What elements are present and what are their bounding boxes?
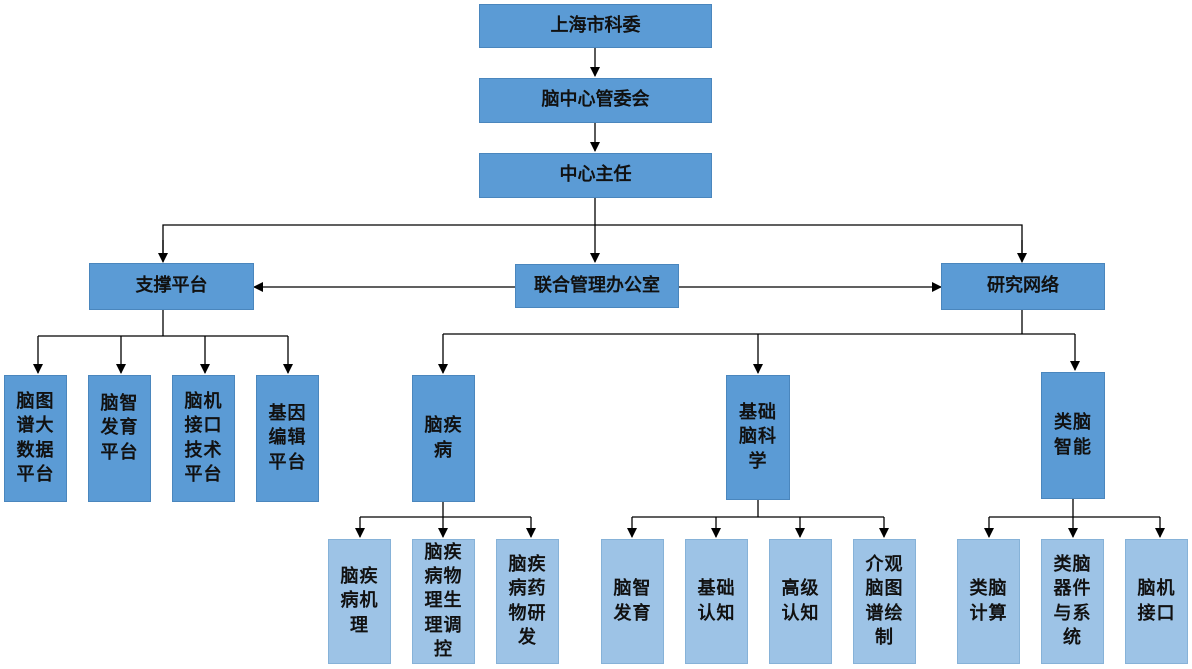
node-brain-center-committee: 脑中心管委会 <box>479 78 712 123</box>
node-brain-inspired-intelligence: 类脑 智能 <box>1041 372 1105 499</box>
node-mesoscale-atlas-mapping: 介观 脑图 谱绘 制 <box>853 539 916 664</box>
node-brain-development: 脑智 发育 <box>601 539 664 664</box>
node-bci-technology-platform: 脑机 接口 技术 平台 <box>172 375 235 502</box>
node-disease-drug-development: 脑疾 病药 物研 发 <box>496 539 559 664</box>
node-gene-editing-platform: 基因 编辑 平台 <box>256 375 319 502</box>
node-basic-cognition: 基础 认知 <box>685 539 748 664</box>
node-disease-mechanism: 脑疾 病机 理 <box>328 539 391 664</box>
node-center-director: 中心主任 <box>479 153 712 198</box>
node-brain-atlas-bigdata-platform: 脑图 谱大 数据 平台 <box>4 375 67 502</box>
node-research-network: 研究网络 <box>941 263 1105 310</box>
node-brain-inspired-devices-systems: 类脑 器件 与系 统 <box>1041 539 1104 664</box>
node-joint-management-office: 联合管理办公室 <box>515 264 679 308</box>
node-brain-development-platform: 脑智 发育 平台 <box>88 375 151 502</box>
node-support-platform: 支撑平台 <box>89 263 254 310</box>
node-basic-neuroscience: 基础 脑科 学 <box>726 375 790 500</box>
node-shanghai-science-commission: 上海市科委 <box>479 4 712 48</box>
node-brain-inspired-computing: 类脑 计算 <box>957 539 1020 664</box>
node-brain-disease: 脑疾 病 <box>412 375 475 502</box>
node-brain-computer-interface: 脑机 接口 <box>1125 539 1188 664</box>
node-disease-physiology-regulation: 脑疾 病物 理生 理调 控 <box>412 539 475 664</box>
node-advanced-cognition: 高级 认知 <box>769 539 832 664</box>
